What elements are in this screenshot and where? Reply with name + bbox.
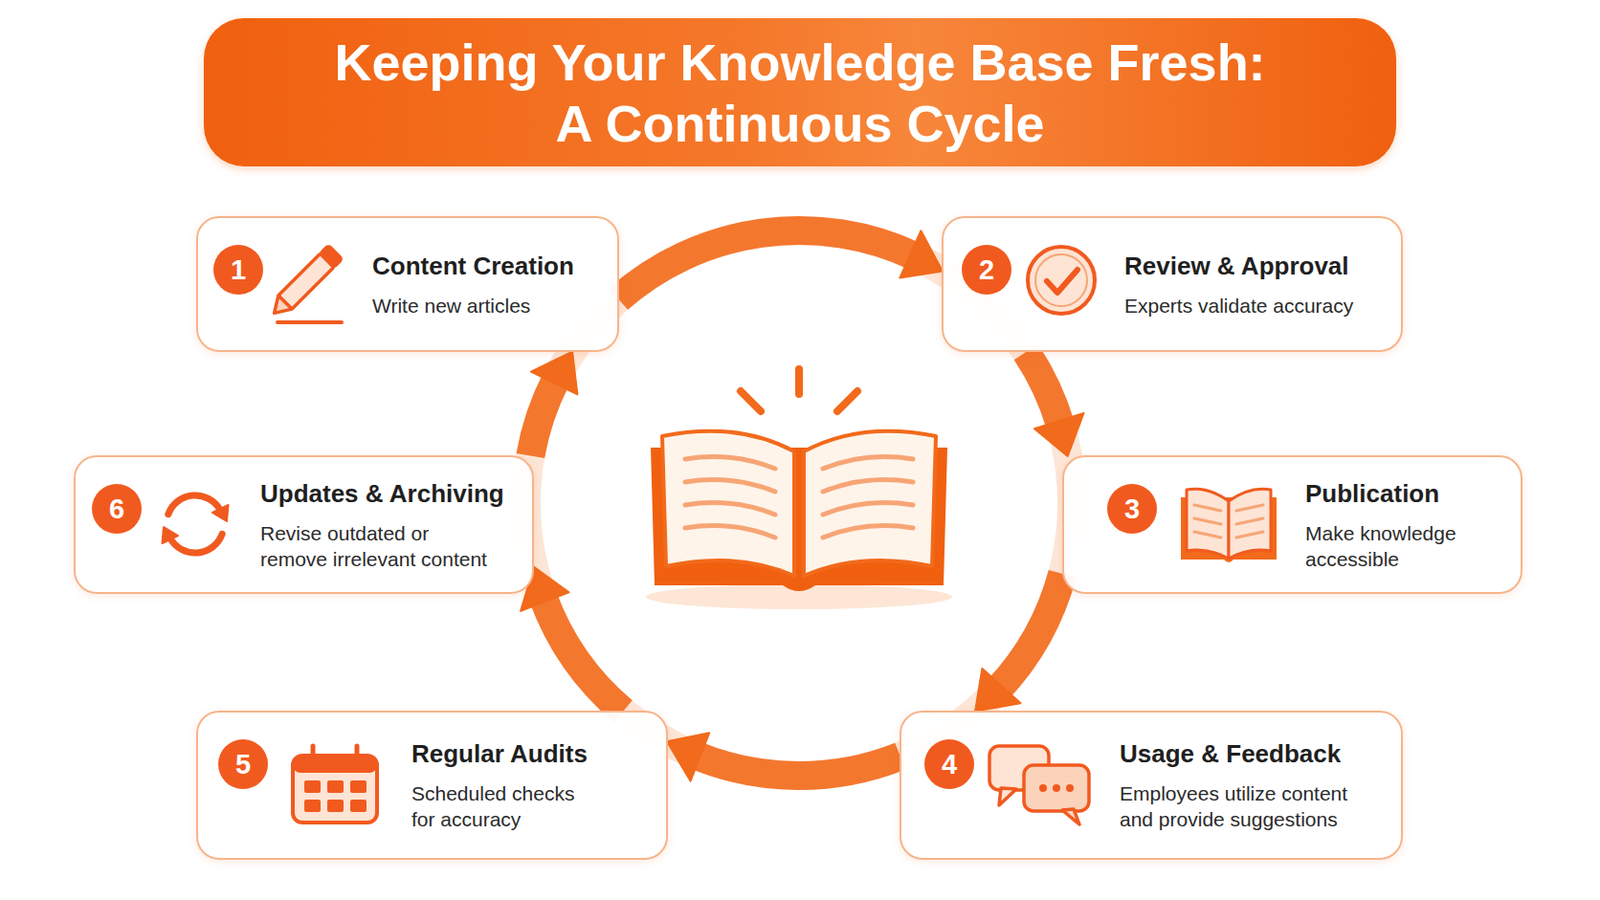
step-number: 4: [924, 739, 975, 790]
arrow-head: [666, 733, 710, 781]
book-left-page: [662, 431, 795, 577]
arrow-arc: [998, 574, 1064, 691]
cycle-arrow: [1025, 352, 1084, 457]
step-box: 5 Regular AuditsScheduled checks for accu…: [196, 711, 668, 861]
text-block: PublicationMake knowledge accessible: [1305, 457, 1510, 593]
step-box: 1 Content CreationWrite new articles: [196, 216, 620, 353]
arrow-head: [975, 668, 1021, 712]
step-heading: Regular Audits: [411, 738, 655, 770]
text-block: Usage & FeedbackEmployees utilize conten…: [1119, 712, 1390, 859]
step-description: Revise outdated or remove irrelevant con…: [260, 520, 496, 573]
cycle-arrow: [520, 567, 623, 712]
cycle-arrow: [666, 733, 901, 781]
step-description: Make knowledge accessible: [1305, 520, 1497, 573]
book-rays: [740, 369, 858, 412]
arrow-arc: [618, 230, 916, 300]
step-description: Employees utilize content and provide su…: [1119, 780, 1377, 833]
text-block: Regular AuditsScheduled checks for accur…: [411, 712, 655, 859]
book-illustration: [645, 369, 953, 610]
book-right-page: [803, 431, 936, 577]
step-heading: Publication: [1305, 478, 1510, 510]
step-number: 6: [91, 484, 142, 534]
arrow-arc: [694, 755, 901, 777]
step-heading: Usage & Feedback: [1119, 738, 1390, 770]
cycle-arrow: [530, 352, 578, 457]
text-block: Review & ApprovalExperts validate accura…: [1124, 218, 1390, 351]
arrow-arc: [542, 597, 623, 712]
step-description: Write new articles: [372, 292, 606, 319]
step-heading: Updates & Archiving: [260, 478, 521, 510]
arrow-head: [899, 230, 943, 278]
step-box: 3 PublicationMake knowledge accessible: [1062, 455, 1523, 595]
arrow-arc: [530, 377, 556, 456]
step-box: 6 Updates & ArchivingRevise outdated or r…: [73, 455, 534, 595]
cycle-arrow: [975, 574, 1063, 712]
step-description: Scheduled checks for accuracy: [411, 780, 596, 833]
step-number: 2: [961, 244, 1012, 295]
step-number: 5: [218, 739, 268, 790]
step-number: 1: [213, 244, 264, 295]
arrow-head: [1034, 413, 1085, 457]
title-banner: Keeping Your Knowledge Base Fresh: A Con…: [203, 18, 1397, 167]
arrow-head: [531, 352, 578, 396]
cycle-arrow: [618, 230, 943, 300]
step-number: 3: [1107, 484, 1157, 534]
step-box: 2 Review & ApprovalExperts validate accur…: [941, 216, 1403, 353]
title-text: Keeping Your Knowledge Base Fresh: A Con…: [316, 31, 1284, 155]
book-text-lines: [685, 457, 913, 538]
text-block: Content CreationWrite new articles: [372, 218, 606, 351]
step-box: 4 Usage & FeedbackEmployees utilize conte…: [899, 711, 1403, 861]
arrow-arc: [1025, 352, 1061, 427]
step-heading: Review & Approval: [1124, 250, 1390, 282]
book-cover: [650, 447, 948, 592]
step-description: Experts validate accuracy: [1124, 292, 1390, 319]
step-heading: Content Creation: [372, 250, 606, 282]
text-block: Updates & ArchivingRevise outdated or re…: [260, 457, 521, 593]
book-shadow: [645, 584, 953, 610]
